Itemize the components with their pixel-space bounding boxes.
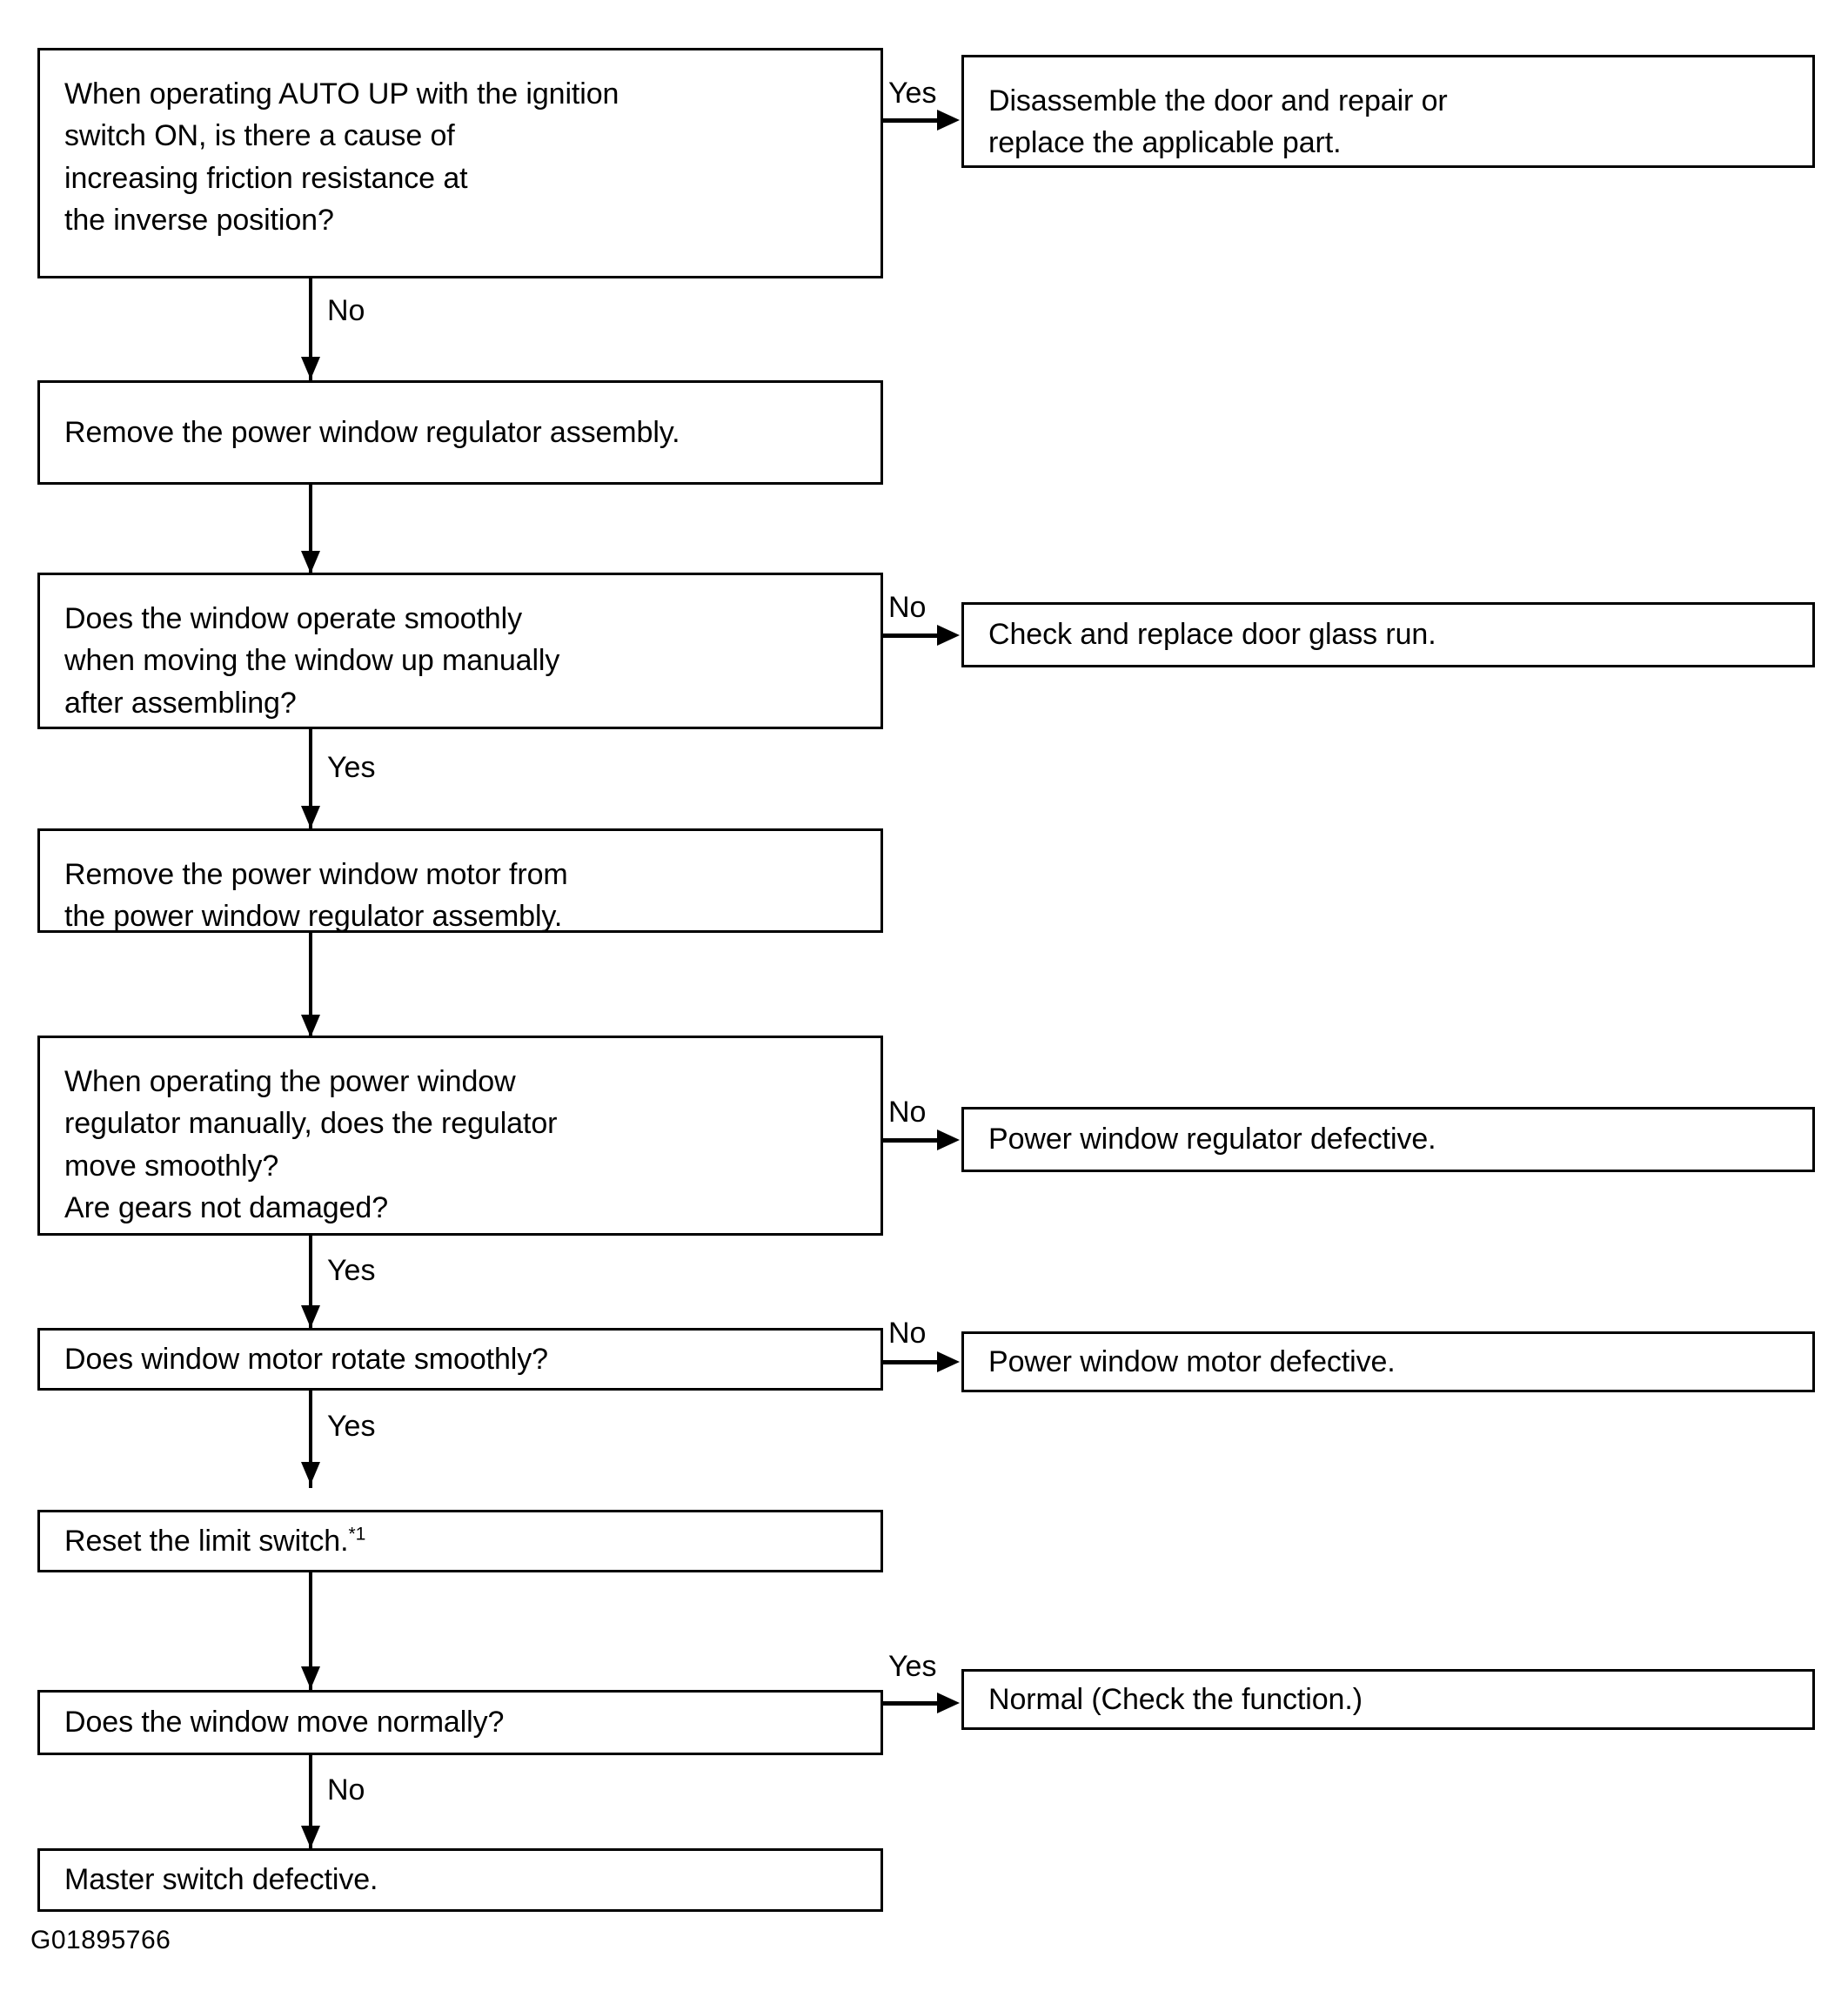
edge-label-q4-yes: Yes — [327, 1410, 376, 1443]
node-r5-text: Normal (Check the function.) — [988, 1682, 1363, 1716]
figure-id-label: G01895766 — [30, 1926, 171, 1954]
node-r3-text: Power window regulator defective. — [988, 1123, 1436, 1156]
edge-label-q3-no: No — [888, 1096, 927, 1129]
node-a2-text: Remove the power window motor from the p… — [64, 858, 568, 934]
edge-q3-no-line — [883, 1138, 939, 1143]
edge-q2-no-arrowhead — [937, 625, 960, 646]
node-r1[interactable]: Disassemble the door and repair or repla… — [961, 55, 1815, 168]
edge-q3-yes-line — [309, 1236, 312, 1333]
edge-label-q5-yes: Yes — [888, 1650, 937, 1683]
edge-a2-q3-line — [309, 933, 312, 1042]
edge-q1-yes-line — [883, 118, 939, 123]
node-q1[interactable]: When operating AUTO UP with the ignition… — [37, 48, 883, 278]
edge-q5-yes-arrowhead — [937, 1693, 960, 1713]
node-a3-footnote-marker: *1 — [348, 1524, 366, 1545]
edge-label-q2-yes: Yes — [327, 751, 376, 784]
node-a3[interactable]: Reset the limit switch.*1 — [37, 1510, 883, 1572]
node-r6-text: Master switch defective. — [64, 1863, 378, 1897]
edge-q1-yes-arrowhead — [937, 110, 960, 131]
edge-label-q1-yes: Yes — [888, 77, 937, 110]
node-r1-text: Disassemble the door and repair or repla… — [988, 84, 1448, 160]
edge-q1-no-arrowhead — [301, 357, 320, 379]
edge-label-q5-no: No — [327, 1773, 365, 1807]
node-q2[interactable]: Does the window operate smoothly when mo… — [37, 573, 883, 729]
edge-q2-yes-line — [309, 729, 312, 834]
edge-q3-no-arrowhead — [937, 1130, 960, 1150]
edge-q3-yes-arrowhead — [301, 1305, 320, 1328]
edge-q5-no-arrowhead — [301, 1826, 320, 1848]
edge-q2-yes-arrowhead — [301, 806, 320, 828]
node-a3-text: Reset the limit switch.*1 — [40, 1520, 378, 1562]
edge-label-q4-no: No — [888, 1317, 927, 1350]
edge-q5-no-line — [309, 1755, 312, 1853]
edge-a3-q5-arrowhead — [301, 1666, 320, 1689]
node-a1-text: Remove the power window regulator assemb… — [64, 415, 680, 449]
node-q5[interactable]: Does the window move normally? — [37, 1690, 883, 1755]
node-a2[interactable]: Remove the power window motor from the p… — [37, 828, 883, 933]
edge-a1-q2-line — [309, 485, 312, 579]
node-q2-text: Does the window operate smoothly when mo… — [64, 602, 560, 720]
edge-q4-no-arrowhead — [937, 1351, 960, 1372]
node-r4[interactable]: Power window motor defective. — [961, 1331, 1815, 1392]
edge-q1-no-line — [309, 278, 312, 387]
node-r4-text: Power window motor defective. — [988, 1344, 1396, 1378]
node-q4-text: Does window motor rotate smoothly? — [64, 1342, 548, 1376]
node-r6[interactable]: Master switch defective. — [37, 1848, 883, 1912]
node-r5[interactable]: Normal (Check the function.) — [961, 1669, 1815, 1730]
edge-q4-yes-line — [309, 1391, 312, 1488]
edge-q5-yes-line — [883, 1701, 939, 1706]
edge-q4-yes-arrowhead — [301, 1462, 320, 1485]
node-q5-text: Does the window move normally? — [64, 1706, 505, 1740]
edge-q4-no-line — [883, 1360, 939, 1364]
node-r2-text: Check and replace door glass run. — [988, 618, 1436, 652]
node-r2[interactable]: Check and replace door glass run. — [961, 602, 1815, 667]
edge-a3-q5-line — [309, 1572, 312, 1694]
node-q4[interactable]: Does window motor rotate smoothly? — [37, 1328, 883, 1391]
node-a3-text-main: Reset the limit switch. — [64, 1524, 349, 1558]
edge-a1-q2-arrowhead — [301, 551, 320, 573]
edge-label-q3-yes: Yes — [327, 1254, 376, 1287]
node-q3[interactable]: When operating the power window regulato… — [37, 1036, 883, 1236]
node-r3[interactable]: Power window regulator defective. — [961, 1107, 1815, 1172]
node-q3-text: When operating the power window regulato… — [64, 1065, 558, 1224]
edge-q2-no-line — [883, 634, 939, 638]
edge-label-q2-no: No — [888, 591, 927, 624]
edge-a2-q3-arrowhead — [301, 1015, 320, 1037]
node-q1-text: When operating AUTO UP with the ignition… — [64, 77, 619, 237]
node-a1[interactable]: Remove the power window regulator assemb… — [37, 380, 883, 485]
edge-label-q1-no: No — [327, 294, 365, 327]
